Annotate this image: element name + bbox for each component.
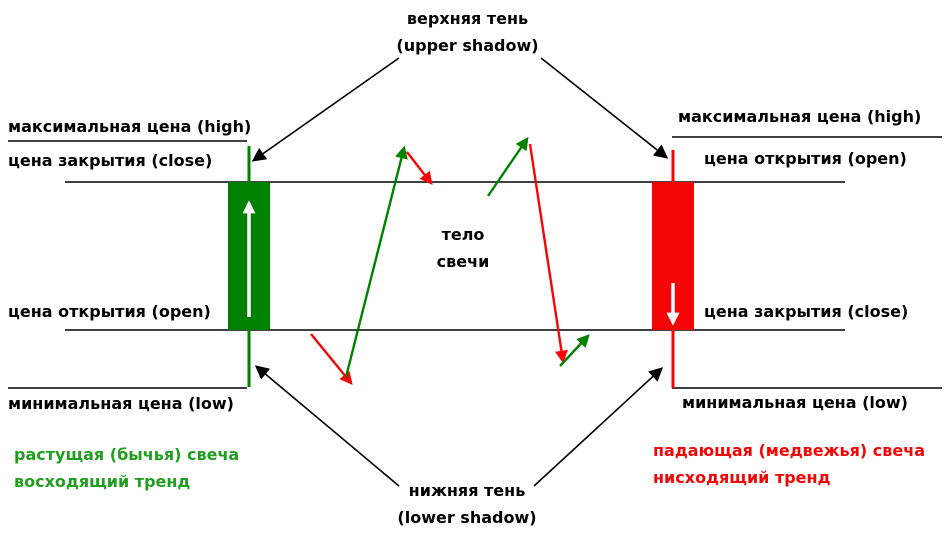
label-right-open: цена открытия (open)	[704, 149, 907, 168]
label-left-low: минимальная цена (low)	[8, 394, 234, 413]
lower-shadow-arrow-left	[254, 365, 400, 487]
bullish-legend-line2: восходящий тренд	[14, 472, 191, 491]
label-left-high: максимальная цена (high)	[8, 117, 252, 136]
label-right-high: максимальная цена (high)	[678, 107, 922, 126]
bullish-legend-line1: растущая (бычья) свеча	[14, 445, 240, 464]
bearish-legend: падающая (медвежья) свеча нисходящий тре…	[653, 440, 925, 494]
bearish-candle	[652, 150, 694, 388]
upper-shadow-caption-ru: верхняя тень	[406, 9, 529, 28]
upper-shadow-arrow-right	[540, 57, 669, 159]
zigzag-green-up-mid	[487, 136, 529, 197]
upper-shadow-arrow-left	[251, 57, 400, 162]
annotation-arrows	[251, 57, 669, 487]
bearish-legend-line2: нисходящий тренд	[653, 468, 831, 487]
zigzag-green-up-long	[344, 145, 408, 378]
bullish-candle	[228, 146, 270, 387]
price-zigzag	[310, 136, 590, 386]
label-left-open: цена открытия (open)	[8, 302, 211, 321]
label-right-close: цена закрытия (close)	[704, 302, 909, 321]
price-level-lines	[8, 136, 942, 389]
bullish-legend: растущая (бычья) свеча восходящий тренд	[14, 444, 239, 498]
zigzag-red-down-small-left	[310, 333, 353, 386]
lower-shadow-arrow-right	[533, 367, 664, 487]
label-right-low: минимальная цена (low)	[682, 393, 908, 412]
label-left-close: цена закрытия (close)	[8, 151, 213, 170]
bearish-legend-line1: падающая (медвежья) свеча	[653, 441, 926, 460]
zigzag-red-down-small-mid	[406, 151, 433, 186]
lower-shadow-caption-en: (lower shadow)	[397, 508, 537, 527]
candle-body-caption: тело свечи	[418, 224, 508, 278]
lower-shadow-caption-ru: нижняя тень	[408, 481, 526, 500]
upper-shadow-caption: верхняя тень (upper shadow)	[370, 8, 565, 62]
zigzag-green-up-small	[559, 334, 590, 367]
candle-body-caption-line2: свечи	[436, 252, 490, 271]
candle-body-caption-line1: тело	[441, 225, 485, 244]
zigzag-red-down-long	[528, 143, 568, 364]
upper-shadow-caption-en: (upper shadow)	[396, 36, 539, 55]
lower-shadow-caption: нижняя тень (lower shadow)	[372, 480, 562, 534]
